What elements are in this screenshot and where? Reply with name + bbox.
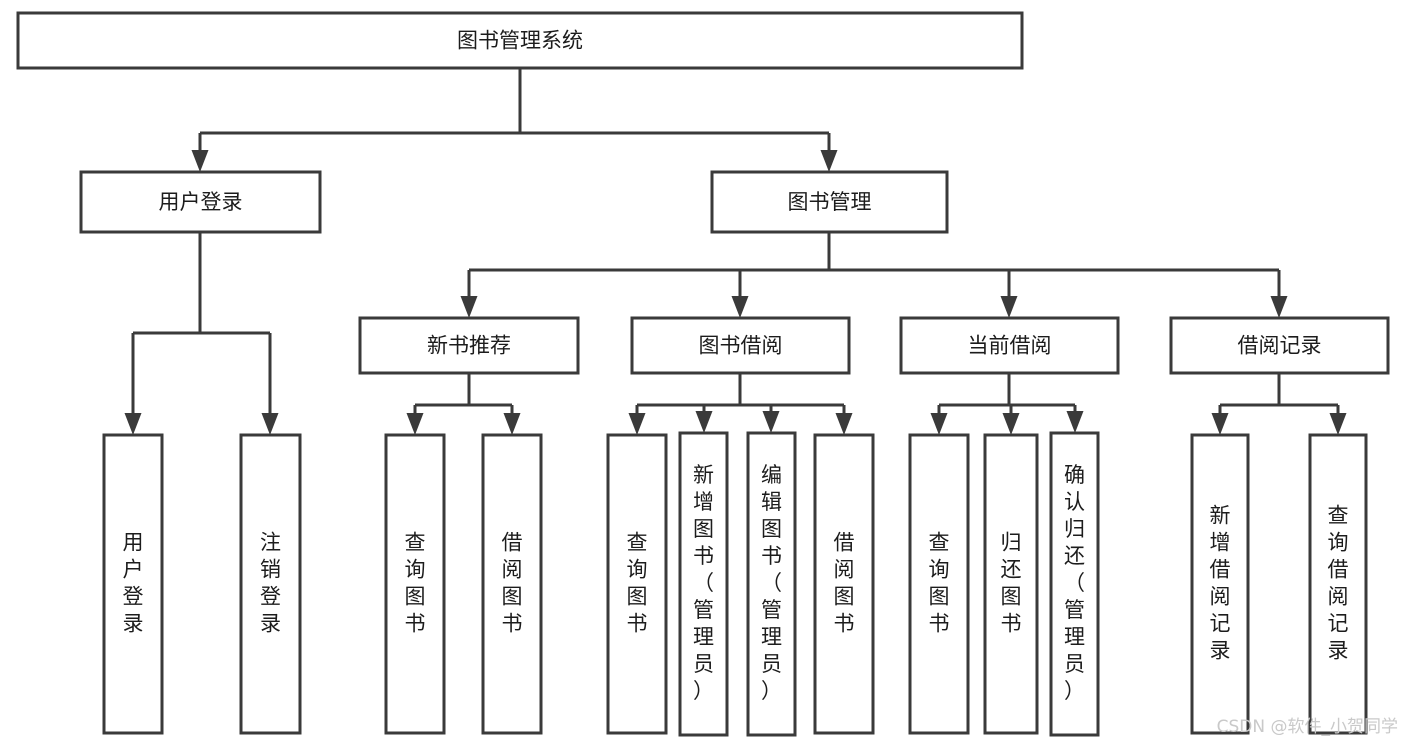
arrow-head-icon [191,150,209,172]
arrow-head-icon [460,296,478,318]
node-label: 借阅记录 [1238,334,1322,358]
edge-group-new-book-rec-to-leaves [406,373,521,435]
node-label: 查询图书 [627,531,648,636]
node-leaf-borrow-book-2[interactable]: 借阅图书 [813,433,875,735]
node-label: 当前借阅 [968,334,1052,358]
node-leaf-query-book-1[interactable]: 查询图书 [384,433,446,735]
node-label: 查询图书 [929,531,950,636]
node-leaf-borrow-book-1[interactable]: 借阅图书 [481,433,543,735]
edge-group-root-to-level1 [191,68,838,172]
node-box [1308,433,1368,735]
node-box [606,433,668,735]
node-root[interactable]: 图书管理系统 [16,11,1024,70]
node-box [1049,431,1100,737]
node-box [630,316,851,375]
node-label: 查询借阅记录 [1328,504,1349,663]
node-leaf-logout[interactable]: 注销登录 [239,433,302,735]
node-book-borrow[interactable]: 图书借阅 [630,316,851,375]
arrow-head-icon [1000,296,1018,318]
node-label: 注销登录 [260,531,281,636]
node-leaf-add-book[interactable]: 新增图书（管理员） [678,431,729,737]
node-label: 用户登录 [159,190,243,214]
nodes-layer: 图书管理系统用户登录图书管理新书推荐图书借阅当前借阅借阅记录用户登录注销登录查询… [16,11,1390,737]
arrow-head-icon [1066,411,1084,433]
node-label: 借阅图书 [502,531,523,636]
node-borrow-record[interactable]: 借阅记录 [1169,316,1390,375]
node-label: 查询图书 [405,531,426,636]
arrow-head-icon [695,411,713,433]
arrow-head-icon [124,413,142,435]
node-box [79,170,322,234]
edge-group-user-login-to-leaves [124,232,279,435]
node-leaf-add-record[interactable]: 新增借阅记录 [1190,433,1250,735]
node-leaf-return-book[interactable]: 归还图书 [983,433,1039,735]
node-label: 归还图书 [1001,531,1022,636]
node-label: 新增图书（管理员） [693,463,714,703]
arrow-head-icon [1211,413,1229,435]
edge-group-book-manage-to-level2 [460,232,1288,318]
node-box [239,433,302,735]
edge-group-borrow-record-to-leaves [1211,373,1347,435]
node-label: 图书借阅 [699,334,783,358]
node-label: 图书管理 [788,190,872,214]
node-label: 新增借阅记录 [1210,504,1231,663]
node-user-login[interactable]: 用户登录 [79,170,322,234]
node-label: 确认归还（管理员） [1064,463,1085,703]
arrow-head-icon [1329,413,1347,435]
node-current-borrow[interactable]: 当前借阅 [899,316,1120,375]
node-leaf-confirm-return[interactable]: 确认归还（管理员） [1049,431,1100,737]
arrow-head-icon [820,150,838,172]
node-box [746,431,797,737]
arrow-head-icon [628,413,646,435]
node-label: 图书管理系统 [457,29,583,53]
node-label: 用户登录 [123,531,144,636]
node-box [16,11,1024,70]
arrow-head-icon [503,413,521,435]
node-box [358,316,580,375]
arrow-head-icon [1270,296,1288,318]
edge-group-book-borrow-to-leaves [628,373,853,435]
node-box [384,433,446,735]
node-box [813,433,875,735]
node-box [908,433,970,735]
arrow-head-icon [731,296,749,318]
node-box [678,431,729,737]
node-box [899,316,1120,375]
node-label: 编辑图书（管理员） [761,463,782,703]
node-box [102,433,164,735]
node-book-manage[interactable]: 图书管理 [710,170,949,234]
node-box [983,433,1039,735]
node-box [1169,316,1390,375]
arrow-head-icon [406,413,424,435]
csdn-watermark: CSDN @软件_小贺同学 [1217,717,1398,737]
arrow-head-icon [1002,413,1020,435]
node-box [481,433,543,735]
node-leaf-query-book-2[interactable]: 查询图书 [606,433,668,735]
node-leaf-edit-book[interactable]: 编辑图书（管理员） [746,431,797,737]
node-new-book-rec[interactable]: 新书推荐 [358,316,580,375]
node-leaf-user-login[interactable]: 用户登录 [102,433,164,735]
arrow-head-icon [930,413,948,435]
node-box [710,170,949,234]
node-box [1190,433,1250,735]
edge-group-current-borrow-to-leaves [930,373,1084,435]
node-leaf-query-record[interactable]: 查询借阅记录 [1308,433,1368,735]
arrow-head-icon [835,413,853,435]
arrow-head-icon [762,411,780,433]
node-label: 借阅图书 [834,531,855,636]
node-label: 新书推荐 [427,334,511,358]
edges-layer [124,68,1347,435]
arrow-head-icon [261,413,279,435]
node-leaf-query-book-3[interactable]: 查询图书 [908,433,970,735]
